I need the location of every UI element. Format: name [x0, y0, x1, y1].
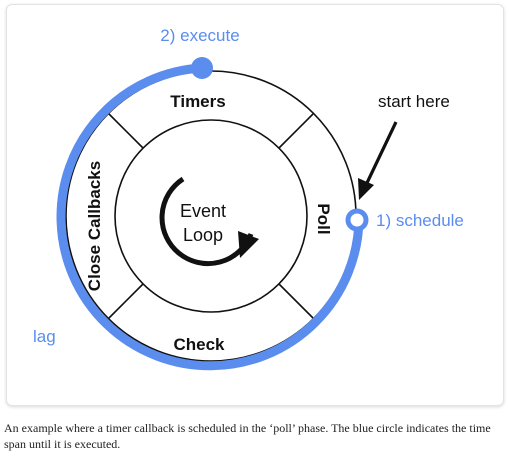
phase-timers: Timers — [170, 92, 225, 111]
lag-label: lag — [33, 327, 56, 346]
center-label-event: Event — [180, 201, 226, 221]
divider-bottom-right — [278, 283, 314, 319]
inner-ring — [114, 119, 308, 313]
event-loop-diagram: Timers Check Poll Close Callbacks Event … — [33, 26, 464, 371]
phase-check: Check — [173, 335, 225, 354]
lag-arc — [56, 63, 364, 371]
schedule-label: 1) schedule — [376, 211, 464, 230]
schedule-dot — [345, 208, 369, 232]
start-arrow-shaft — [364, 121, 398, 186]
execute-label: 2) execute — [160, 26, 239, 45]
figure-card: Timers Check Poll Close Callbacks Event … — [6, 4, 504, 406]
loop-arrow — [159, 176, 254, 267]
figure-caption: An example where a timer callback is sch… — [4, 421, 491, 451]
execute-dot — [191, 57, 213, 79]
start-arrow-head — [358, 178, 374, 200]
phase-poll: Poll — [314, 203, 333, 234]
divider-top-right — [278, 113, 314, 149]
divider-bottom-left — [108, 283, 144, 319]
start-here-label: start here — [378, 92, 450, 111]
center-label-loop: Loop — [183, 225, 223, 245]
phase-close-callbacks: Close Callbacks — [85, 161, 104, 291]
loop-arrow-head — [238, 231, 259, 258]
divider-top-left — [108, 113, 144, 149]
